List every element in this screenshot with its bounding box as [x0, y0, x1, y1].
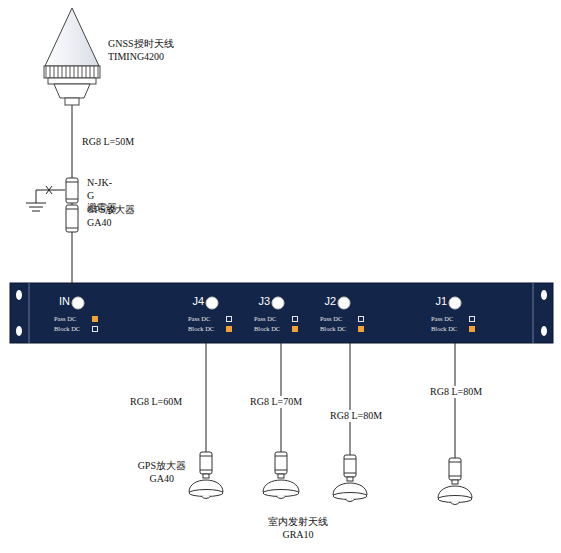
- antenna-base: [333, 493, 367, 500]
- connector-ring: [66, 199, 78, 200]
- device-label: GPS放大器 GA40: [138, 460, 186, 485]
- dc-mode-label: Pass DC: [431, 316, 453, 323]
- connector-body: [275, 452, 287, 474]
- dc-indicator: [227, 317, 232, 322]
- dc-indicator: [227, 327, 232, 332]
- device-box: N-JK-G 避雷器: [65, 178, 79, 203]
- antenna-cone: [45, 8, 99, 66]
- splitter-panel: [10, 283, 553, 343]
- connector-body: [200, 452, 212, 474]
- dc-mode-label: Pass DC: [54, 316, 76, 323]
- dc-mode-label: Pass DC: [254, 316, 276, 323]
- cable-label: RG8 L=80M: [328, 410, 384, 422]
- port-socket: [72, 297, 84, 309]
- coax-cable: [72, 232, 73, 287]
- connector-ring: [66, 182, 78, 183]
- device-box: GNSS授时天线 TIMING4200: [44, 8, 100, 105]
- dc-mode-label: Block DC: [431, 326, 457, 333]
- dc-indicator: [470, 317, 475, 322]
- antenna-neck: [203, 474, 209, 478]
- connector-ring: [66, 209, 78, 210]
- port-panel-section: IN Pass DC Block DC: [48, 287, 114, 339]
- antenna-tip: [450, 502, 460, 505]
- port-label: J4: [182, 295, 204, 309]
- connector-ring: [449, 476, 461, 477]
- antenna-neck: [278, 474, 284, 478]
- shape-outline: [65, 178, 79, 203]
- dc-indicator: [359, 317, 364, 322]
- connector-ring: [275, 470, 287, 471]
- connector-ring: [449, 462, 461, 463]
- port-socket: [338, 297, 350, 309]
- dc-mode-label: Block DC: [54, 326, 80, 333]
- port-label: J2: [314, 295, 336, 309]
- antenna-tip: [201, 496, 211, 499]
- device-box: GPS放大器 GA40: [65, 205, 79, 232]
- shape-outline: [188, 452, 224, 500]
- cable-label: RG8 L=70M: [248, 396, 304, 408]
- shape-outline: [65, 205, 79, 232]
- coax-cable: [72, 105, 73, 178]
- cable-label: RG8 L=50M: [80, 136, 136, 148]
- dc-mode-label: Pass DC: [188, 316, 210, 323]
- port-label: IN: [48, 295, 70, 309]
- dc-indicator: [93, 317, 98, 322]
- device-box: GPS放大器 GA40: [188, 452, 224, 500]
- port-socket: [206, 297, 218, 309]
- connector-body: [344, 455, 356, 477]
- dc-indicator: [359, 327, 364, 332]
- connector-body: [449, 458, 461, 480]
- port-label: J3: [248, 295, 270, 309]
- antenna-neck: [452, 480, 458, 484]
- port-panel-section: J4Pass DC Block DC: [182, 287, 248, 339]
- connector-ring: [200, 470, 212, 471]
- device-label: 室内发射天线 GRA10: [268, 516, 328, 541]
- connector-ring: [275, 456, 287, 457]
- shape-outline: [262, 452, 300, 500]
- connector-body: [66, 205, 78, 232]
- device-box: 室内发射天线 GRA10: [262, 452, 300, 500]
- port-socket: [272, 297, 284, 309]
- connector-ring: [200, 456, 212, 457]
- antenna-mount: [65, 98, 79, 105]
- port-panel-section: J2Pass DC Block DC: [314, 287, 380, 339]
- antenna-neck: [347, 477, 353, 481]
- dc-indicator: [293, 317, 298, 322]
- port-socket: [449, 297, 461, 309]
- cable-label: RG8 L=60M: [128, 396, 184, 408]
- dc-indicator: [293, 327, 298, 332]
- connector-ring: [344, 459, 356, 460]
- dc-mode-label: Block DC: [254, 326, 280, 333]
- coax-cable: [350, 343, 455, 458]
- indoor-antenna-group: [333, 455, 472, 505]
- connector-body: [66, 178, 78, 203]
- dc-mode-label: Pass DC: [320, 316, 342, 323]
- dc-mode-label: Block DC: [320, 326, 346, 333]
- dc-mode-label: Block DC: [188, 326, 214, 333]
- antenna-base: [438, 496, 472, 503]
- antenna-base: [263, 490, 299, 497]
- antenna-collar: [48, 78, 96, 84]
- antenna-label: GNSS授时天线 TIMING4200: [108, 38, 174, 63]
- coax-cable: [206, 339, 207, 452]
- dc-indicator: [93, 327, 98, 332]
- dc-indicator: [470, 327, 475, 332]
- antenna-tip: [345, 499, 355, 502]
- shape-outline: [44, 8, 100, 105]
- device-label: GPS放大器 GA40: [87, 204, 135, 229]
- antenna-base: [189, 490, 223, 497]
- connector-ring: [66, 228, 78, 229]
- port-panel-section: J1Pass DC Block DC: [425, 287, 491, 339]
- port-label: J1: [425, 295, 447, 309]
- cable-label: RG8 L=80M: [428, 386, 484, 398]
- antenna-neck: [54, 84, 90, 98]
- antenna-tip: [276, 496, 286, 499]
- connector-ring: [344, 473, 356, 474]
- ground-symbol: [26, 186, 65, 211]
- port-panel-section: J3Pass DC Block DC: [248, 287, 314, 339]
- antenna-ribs: [44, 66, 100, 78]
